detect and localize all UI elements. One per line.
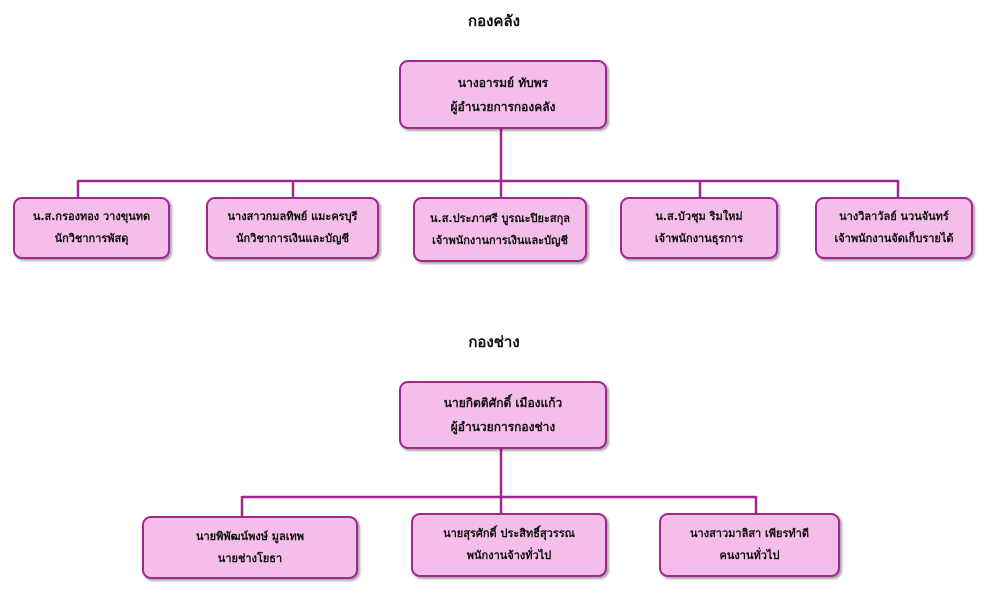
member-box: น.ส.ประภาศรี บูรณะปิยะสกุล เจ้าพนักงานกา… [413,197,587,262]
member-name: น.ส.บัวชุม ริมใหม่ [655,210,743,223]
head-box: นางอารมย์ ทับพร ผู้อำนวยการกองคลัง [399,60,607,129]
member-name: นางวิลาวัลย์ นวนจันทร์ [839,210,949,223]
head-box: นายกิตติศักดิ์ เมืองแก้ว ผู้อำนวยการกองช… [399,381,607,449]
member-box: น.ส.บัวชุม ริมใหม่ เจ้าพนักงานธุรการ [620,197,778,259]
head-name: นายกิตติศักดิ์ เมืองแก้ว [443,396,563,410]
head-role: ผู้อำนวยการกองช่าง [450,420,556,434]
member-role: เจ้าพนักงานการเงินและบัญชี [432,233,568,247]
member-role: เจ้าพนักงานธุรการ [654,232,744,245]
member-name: นางสาวมาลิสา เพียรทำดี [690,527,809,540]
member-role: คนงานทั่วไป [719,549,780,562]
member-role: พนักงานจ้างทั่วไป [466,549,552,562]
member-role: เจ้าพนักงานจัดเก็บรายได้ [834,232,954,245]
head-role: ผู้อำนวยการกองคลัง [450,99,556,114]
member-name: นายสุรศักดิ์ ประสิทธิ์สุวรรณ [443,527,575,540]
section-title: กองช่าง [468,333,520,351]
member-name: น.ส.กรองทอง วางขุนทด [32,210,151,223]
member-name: น.ส.ประภาศรี บูรณะปิยะสกุล [430,211,570,225]
head-name: นางอารมย์ ทับพร [457,75,549,90]
member-role: นักวิชาการเงินและบัญชี [236,232,349,245]
member-box: นางสาวมาลิสา เพียรทำดี คนงานทั่วไป [659,513,840,577]
member-name: นางสาวกมลทิพย์ แมะครบุรี [227,210,358,223]
member-box: นางสาวกมลทิพย์ แมะครบุรี นักวิชาการเงินแ… [206,197,379,259]
member-box: นางวิลาวัลย์ นวนจันทร์ เจ้าพนักงานจัดเก็… [815,197,973,259]
member-role: นายช่างโยธา [217,551,283,565]
member-box: น.ส.กรองทอง วางขุนทด นักวิชาการพัสดุ [13,197,170,259]
section-title: กองคลัง [468,12,520,30]
member-box: นายสุรศักดิ์ ประสิทธิ์สุวรรณ พนักงานจ้าง… [411,513,607,577]
member-name: นายพิพัฒน์พงษ์ มูลเทพ [195,529,305,543]
member-box: นายพิพัฒน์พงษ์ มูลเทพ นายช่างโยธา [142,516,358,579]
member-role: นักวิชาการพัสดุ [54,232,129,245]
